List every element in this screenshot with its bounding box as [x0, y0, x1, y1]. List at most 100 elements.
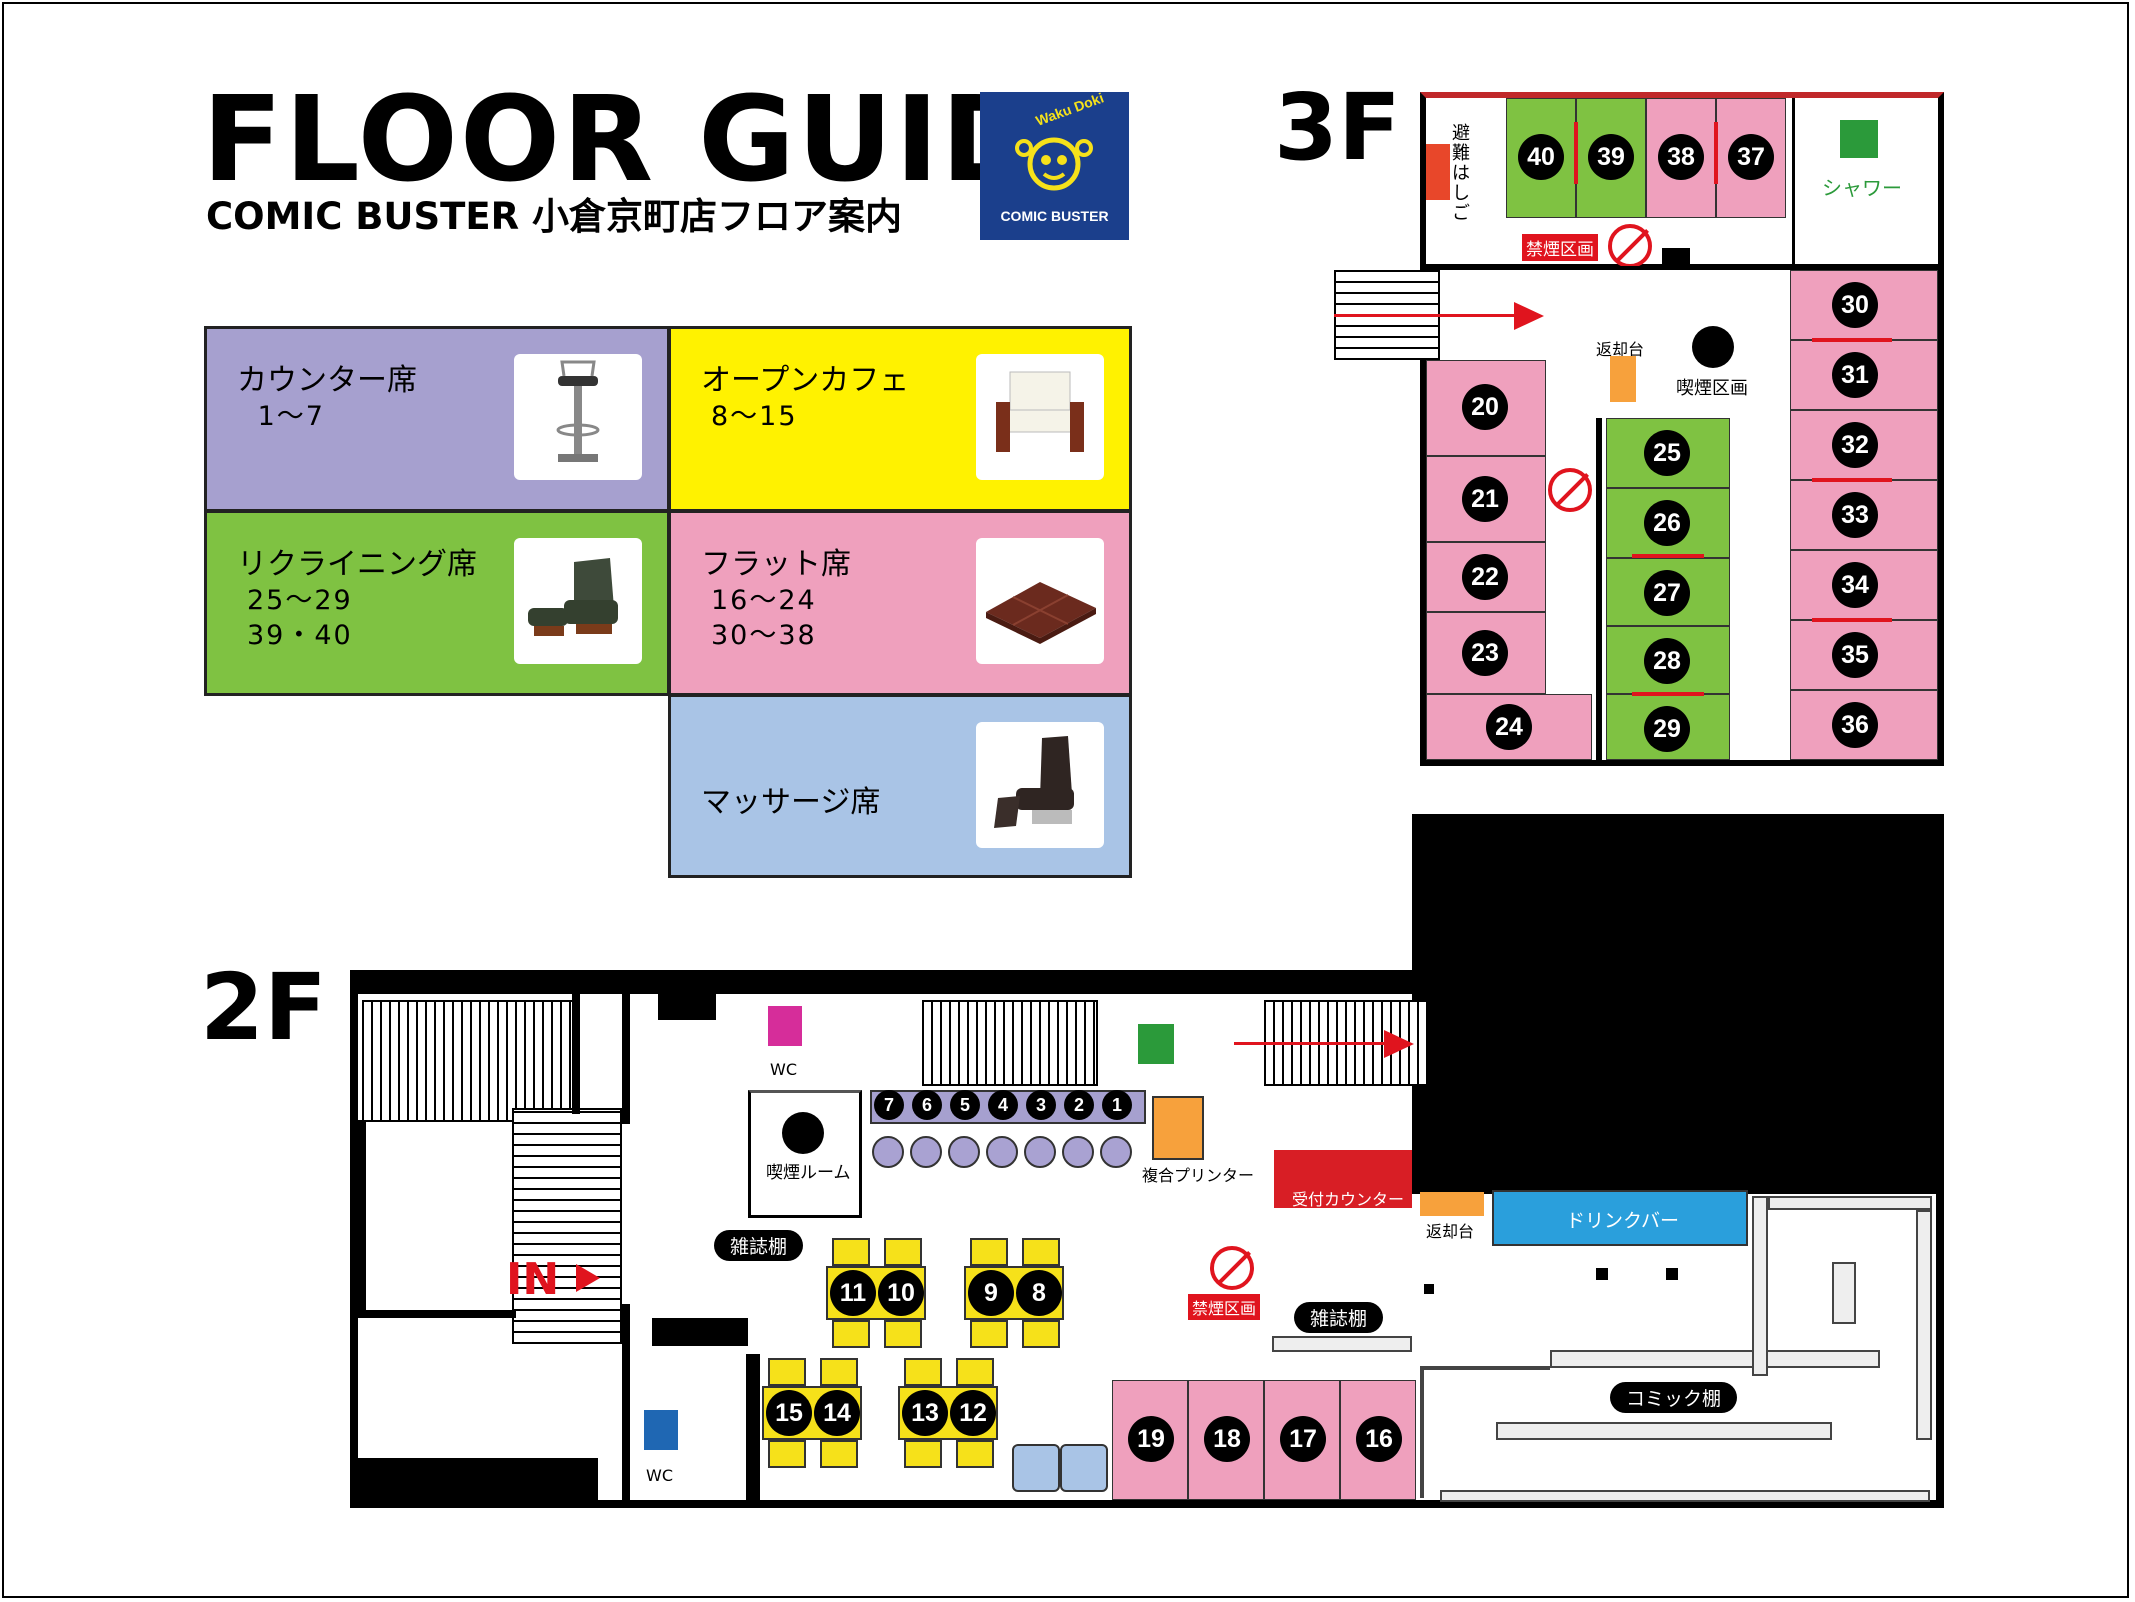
2f-wall-seg	[358, 1120, 366, 1312]
counter-stool[interactable]	[1100, 1136, 1132, 1168]
seat-number: 5	[950, 1090, 980, 1120]
comic-shelf	[1424, 1366, 1550, 1370]
2f-wall-seg	[358, 1310, 516, 1318]
cafe-chair	[1022, 1238, 1060, 1266]
reception-counter[interactable]	[1274, 1150, 1412, 1208]
floor-mat-photo	[976, 538, 1104, 664]
seat-number: 24	[1486, 704, 1532, 750]
comic-buster-logo: Waku Doki COMIC BUSTER	[980, 89, 1129, 240]
comic-shelf	[1550, 1350, 1880, 1368]
3f-arrow-icon	[1514, 302, 1544, 330]
smoking-room	[748, 1090, 862, 1218]
seat-number: 26	[1644, 500, 1690, 546]
partition-line	[1812, 338, 1892, 342]
no-smoking-icon	[1608, 224, 1652, 268]
2f-wall-seg	[746, 1354, 760, 1504]
multifunction-printer[interactable]	[1152, 1096, 1204, 1160]
no-smoking-label: 禁煙区画	[1188, 1294, 1261, 1320]
seat-number: 34	[1832, 562, 1878, 608]
drink-bar-label: ドリンクバー	[1566, 1210, 1680, 1232]
massage-chair[interactable]	[1060, 1444, 1108, 1492]
entrance-label: IN	[506, 1254, 560, 1305]
smoking-room-label: 喫煙ルーム	[766, 1163, 851, 1183]
seat-number: 7	[874, 1090, 904, 1120]
seat-number: 33	[1832, 492, 1878, 538]
partition-line	[1574, 122, 1578, 184]
seat-number: 10	[878, 1270, 924, 1316]
page-subtitle: COMIC BUSTER 小倉京町店フロア案内	[206, 195, 903, 238]
2f-stairs-left	[362, 1000, 574, 1122]
seat-number: 6	[912, 1090, 942, 1120]
cafe-chair	[768, 1358, 806, 1386]
seat-number: 23	[1462, 630, 1508, 676]
bar-stool-photo	[514, 354, 642, 480]
counter-stool[interactable]	[910, 1136, 942, 1168]
seat-number: 35	[1832, 632, 1878, 678]
cafe-chair	[956, 1358, 994, 1386]
2f-bottom-wall	[350, 1500, 1944, 1508]
2f-wall-seg	[572, 994, 580, 1114]
counter-stool[interactable]	[948, 1136, 980, 1168]
legend-label: フラット席	[701, 547, 851, 582]
seat-number: 37	[1728, 134, 1774, 180]
2f-pillar	[1596, 1268, 1608, 1280]
counter-stool[interactable]	[986, 1136, 1018, 1168]
seat-number: 13	[902, 1390, 948, 1436]
seat-number: 28	[1644, 638, 1690, 684]
legend-numbers: 25～29 39・40	[247, 585, 353, 651]
drink-bar[interactable]	[1492, 1190, 1748, 1246]
svg-text:Waku Doki: Waku Doki	[1034, 92, 1106, 129]
seat-number: 15	[766, 1390, 812, 1436]
3f-right-wall	[1938, 268, 1944, 766]
partition-line	[1812, 618, 1892, 622]
3f-mid-wall	[1596, 418, 1602, 764]
entrance-arrow-icon	[576, 1264, 600, 1292]
cafe-chair	[970, 1320, 1008, 1348]
partition-line	[1714, 122, 1718, 184]
seat-number: 27	[1644, 570, 1690, 616]
legend-numbers: 16～24 30～38	[711, 585, 817, 651]
seat-number: 19	[1128, 1416, 1174, 1462]
cafe-chair	[1022, 1320, 1060, 1348]
cafe-chair	[904, 1440, 942, 1468]
seat-number: 18	[1204, 1416, 1250, 1462]
seat-number: 12	[950, 1390, 996, 1436]
return-desk-label: 返却台	[1426, 1222, 1475, 1241]
cafe-chair	[884, 1238, 922, 1266]
seat-number: 25	[1644, 430, 1690, 476]
partition-line	[1812, 478, 1892, 482]
3f-bottom-wall	[1420, 760, 1944, 766]
seat-number: 1	[1102, 1090, 1132, 1120]
2f-pillar	[1424, 1284, 1434, 1294]
counter-stool[interactable]	[1062, 1136, 1094, 1168]
wc-women-icon	[768, 1006, 802, 1046]
3f-arrow-line	[1334, 314, 1534, 317]
seat-number: 3	[1026, 1090, 1056, 1120]
comic-shelf-label: コミック棚	[1610, 1382, 1738, 1413]
return-desk	[1420, 1192, 1484, 1216]
counter-stool[interactable]	[872, 1136, 904, 1168]
seat-number: 32	[1832, 422, 1878, 468]
cafe-chair	[820, 1358, 858, 1386]
2f-wall-seg	[358, 1458, 598, 1502]
seat-number: 16	[1356, 1416, 1402, 1462]
comic-shelf	[1440, 1490, 1930, 1502]
emergency-ladder-label: 避難はしご	[1452, 123, 1470, 224]
seat-number: 11	[830, 1270, 876, 1316]
seat-number: 38	[1658, 134, 1704, 180]
massage-chair-photo	[976, 722, 1104, 848]
floor-3f-label: 3F	[1274, 74, 1401, 181]
2f-pillar	[1666, 1268, 1678, 1280]
2f-unused-area	[1412, 814, 1944, 1194]
seat-number: 14	[814, 1390, 860, 1436]
printer-label: 複合プリンター	[1142, 1166, 1255, 1185]
2f-wall-seg	[658, 994, 716, 1020]
page-title: FLOOR GUIDE	[202, 70, 1124, 208]
seat-number: 40	[1518, 134, 1564, 180]
massage-chair[interactable]	[1012, 1444, 1060, 1492]
legend-numbers: 8～15	[711, 401, 798, 432]
return-desk	[1610, 356, 1636, 402]
seat-number: 9	[968, 1270, 1014, 1316]
counter-stool[interactable]	[1024, 1136, 1056, 1168]
seat-number: 20	[1462, 384, 1508, 430]
